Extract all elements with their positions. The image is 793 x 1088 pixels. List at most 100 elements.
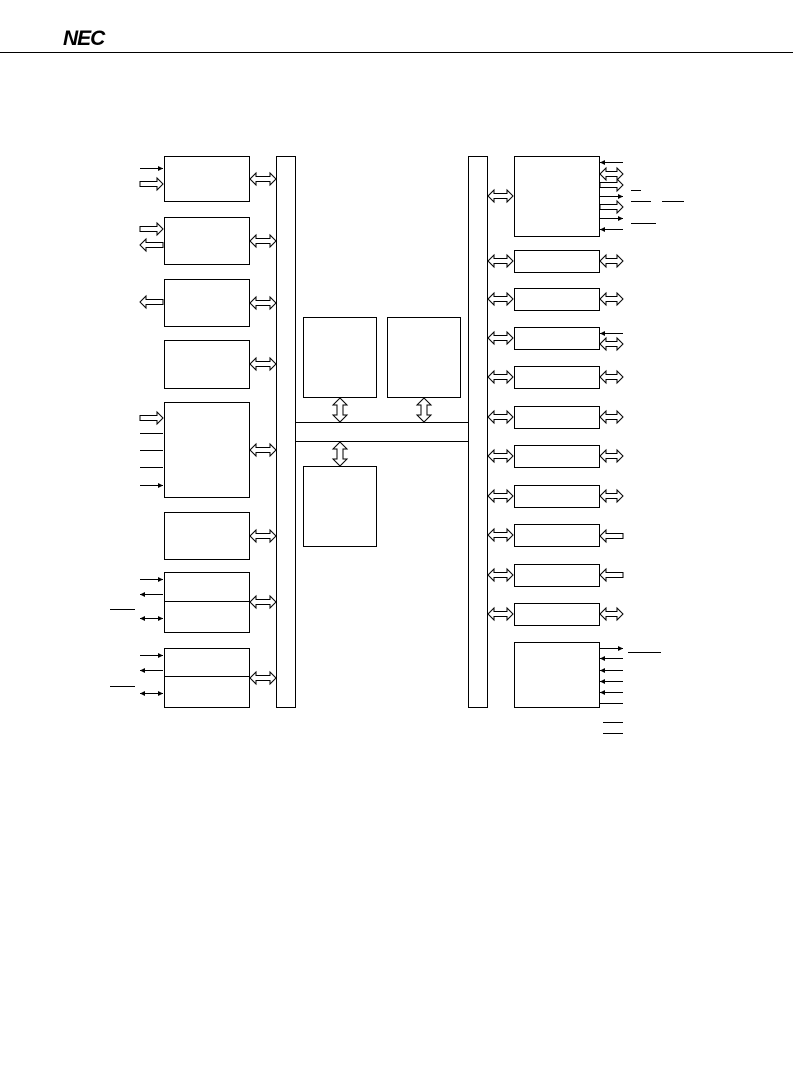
right-bus-connector-3 <box>487 291 514 307</box>
right-io-small-8 <box>599 488 624 504</box>
left-io-8-in <box>140 653 163 658</box>
right-block-6 <box>514 406 600 429</box>
right-io-small-5 <box>599 369 624 385</box>
left-bus-connector-3 <box>249 295 277 311</box>
left-block-3 <box>164 279 250 327</box>
left-io-1-bus-in <box>139 176 164 192</box>
right-bus-connector-8 <box>487 488 514 504</box>
left-bus-connector-2 <box>249 233 277 249</box>
left-block-6 <box>164 512 250 560</box>
right-io-1-out <box>599 177 624 193</box>
right-bus-connector-6 <box>487 409 514 425</box>
lower-core-connector <box>331 441 349 467</box>
left-bus-connector-7 <box>249 594 277 610</box>
right-io-small-3 <box>600 331 623 336</box>
right-io-12-in-2-head-left <box>600 668 605 673</box>
right-bus-connector-5 <box>487 369 514 385</box>
left-io-7-out-head-left <box>140 592 145 597</box>
right-io-1-in <box>600 160 623 165</box>
left-io-1-in-head-right <box>158 166 163 171</box>
right-io-12-out-head-right <box>618 646 623 651</box>
left-io-8-out-head-left <box>140 668 145 673</box>
right-block-3 <box>514 288 600 311</box>
right-io-12-in-1 <box>600 656 623 661</box>
right-block-4 <box>514 327 600 350</box>
left-bus-connector-1 <box>249 171 277 187</box>
right-io-12-in-3-head-left <box>600 679 605 684</box>
right-block-7 <box>514 445 600 468</box>
right-block-8 <box>514 485 600 508</box>
page-header: NEC <box>0 0 793 56</box>
left-io-7-out <box>140 592 163 597</box>
left-io-2-bus-out <box>139 237 164 253</box>
left-block-1 <box>164 156 250 202</box>
left-io-1-in <box>140 166 163 171</box>
right-io-1-in-2 <box>600 227 623 232</box>
right-bus-connector-11 <box>487 606 514 622</box>
right-bus-connector-4 <box>487 330 514 346</box>
right-io-small-7 <box>599 448 624 464</box>
right-io-1-bidir <box>599 166 624 182</box>
header-rule <box>0 52 793 53</box>
left-io-8-out <box>140 668 163 673</box>
left-io-8-in-head-right <box>158 653 163 658</box>
nec-logo: NEC <box>63 27 105 50</box>
core-a-connector <box>331 397 349 423</box>
right-block-12 <box>514 642 600 708</box>
right-io-small-2 <box>599 291 624 307</box>
left-io-8-bidir-head-left <box>140 691 145 696</box>
left-io-5-bus-in <box>139 410 164 426</box>
right-io-12-in-3 <box>600 679 623 684</box>
right-io-12-in-1-head-left <box>600 656 605 661</box>
left-block-8 <box>164 648 250 708</box>
diagram-connectors <box>110 160 684 734</box>
right-io-1-out-3 <box>599 199 624 215</box>
right-io-small-10 <box>599 567 624 583</box>
left-io-5-in <box>140 483 163 488</box>
right-io-1-in-head-left <box>600 160 605 165</box>
right-bus-connector-7 <box>487 448 514 464</box>
right-bus-connector-1 <box>487 188 514 204</box>
diagram-left-blocks <box>164 156 250 708</box>
right-io-small-9 <box>599 528 624 544</box>
left-io-5-in-head-right <box>158 483 163 488</box>
left-io-8-bidir-head-right <box>158 691 163 696</box>
right-bus <box>468 156 488 708</box>
right-block-2 <box>514 250 600 273</box>
right-io-1-in-2-head-left <box>600 227 605 232</box>
right-bus-connector-10 <box>487 567 514 583</box>
left-block-4 <box>164 340 250 389</box>
left-bus-connector-5 <box>249 442 277 458</box>
upper-core-block-a <box>303 317 377 398</box>
right-io-12-in-4-head-left <box>600 690 605 695</box>
left-bus-connector-8 <box>249 670 277 686</box>
diagram-core <box>276 156 488 708</box>
right-io-12-out <box>600 646 623 651</box>
left-io-7-bidir <box>140 616 163 621</box>
right-io-small-1 <box>599 253 624 269</box>
diagram-right-blocks <box>514 156 600 708</box>
right-io-12-in-2 <box>600 668 623 673</box>
right-block-11 <box>514 603 600 626</box>
left-io-7-bidir-head-right <box>158 616 163 621</box>
right-io-1-out-2 <box>600 194 623 199</box>
upper-core-block-b <box>387 317 461 398</box>
right-io-small-4 <box>599 336 624 352</box>
right-io-small-6 <box>599 409 624 425</box>
left-io-8-bidir <box>140 691 163 696</box>
left-io-7-in-head-right <box>158 577 163 582</box>
left-block-7 <box>164 572 250 633</box>
right-io-1-out-4-head-right <box>618 216 623 221</box>
right-bus-connector-2 <box>487 253 514 269</box>
right-io-1-out-4 <box>600 216 623 221</box>
left-io-7-bidir-head-left <box>140 616 145 621</box>
right-block-5 <box>514 366 600 389</box>
right-bus-connector-9 <box>487 527 514 543</box>
right-block-1 <box>514 156 600 237</box>
left-io-7-in <box>140 577 163 582</box>
left-io-2-bus-in <box>139 221 164 237</box>
left-io-3-bus-out <box>139 294 164 310</box>
left-block-2 <box>164 217 250 265</box>
left-bus <box>276 156 296 708</box>
